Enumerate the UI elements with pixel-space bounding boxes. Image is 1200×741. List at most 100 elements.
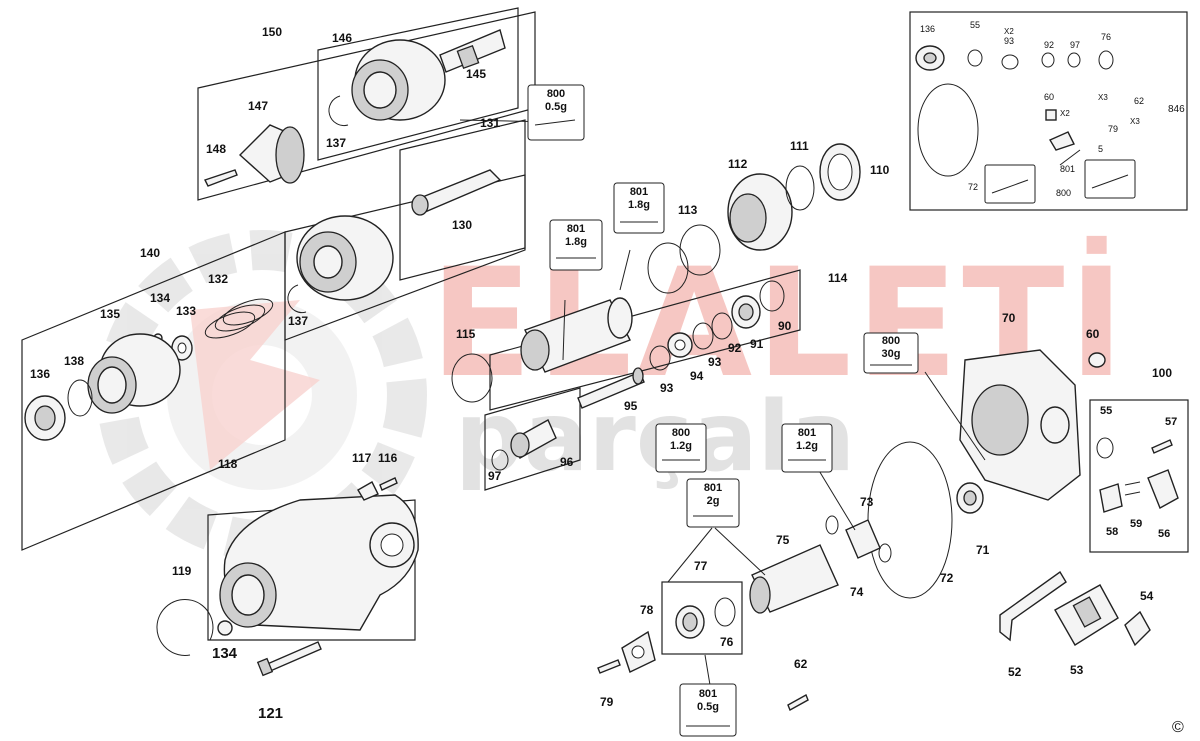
part-93-washer [692, 322, 714, 350]
label-54: 54 [1140, 589, 1154, 603]
group-outline-77 [661, 581, 743, 655]
label-79-a: 79 [600, 695, 614, 709]
part-134-ball-lower [217, 620, 233, 636]
group-outline-140 [21, 231, 286, 551]
label-137-b: 137 [288, 314, 308, 328]
label-130: 130 [452, 218, 472, 232]
label-94: 94 [690, 369, 704, 383]
lube-tag-7-code: 800 [882, 335, 900, 347]
label-116: 116 [378, 451, 398, 465]
copyright-mark: © [1172, 719, 1184, 736]
label-kit-97: 97 [1070, 40, 1080, 50]
part-73-pin [845, 519, 881, 559]
lube-tag-6: 801 2g [686, 478, 740, 528]
lube-tag-3-qty: 1.8g [565, 236, 587, 248]
label-kit-92: 92 [1044, 40, 1054, 50]
label-118: 118 [218, 457, 238, 471]
label-134-b: 134 [212, 645, 238, 662]
part-91-bushing [731, 295, 761, 329]
part-57-screw [1151, 439, 1173, 454]
lube-tag-8-code: 801 [699, 688, 717, 700]
part-79-screw [597, 659, 621, 674]
label-846: 846 [1168, 104, 1185, 115]
label-kit-800: 800 [1056, 188, 1071, 198]
label-145: 145 [466, 67, 486, 81]
label-62-a: 62 [794, 657, 808, 671]
part-130-shaft [411, 169, 502, 216]
part-113-rings [647, 224, 721, 294]
part-133-washer [171, 335, 193, 361]
lube-tag-5-qty: 1.2g [796, 440, 818, 452]
part-70-crank-housing [959, 349, 1081, 501]
part-90-circlip [759, 280, 785, 312]
label-55-a: 55 [1100, 405, 1112, 417]
label-117: 117 [352, 451, 372, 465]
label-kit-76: 76 [1101, 32, 1111, 42]
part-58-block [1099, 483, 1123, 513]
part-112-gear [727, 173, 793, 251]
label-147: 147 [248, 99, 268, 113]
part-53-switch [1054, 584, 1119, 646]
label-77: 77 [694, 559, 708, 573]
label-58: 58 [1106, 526, 1118, 538]
label-kit-5: 5 [1098, 144, 1103, 154]
part-132-rings [204, 298, 274, 339]
label-137-a: 137 [326, 136, 346, 150]
lube-tag-8-qty: 0.5g [697, 701, 719, 713]
part-117-clip [357, 481, 379, 501]
group-outline-114 [489, 269, 801, 411]
label-52: 52 [1008, 665, 1022, 679]
label-95: 95 [624, 399, 638, 413]
part-136-cap [24, 395, 66, 441]
part-95-striker [577, 367, 645, 409]
label-92: 92 [728, 341, 742, 355]
part-54-knob [1124, 610, 1151, 647]
part-62-screw [787, 694, 809, 711]
label-73: 73 [860, 495, 874, 509]
part-118-gear-housing [219, 494, 419, 631]
label-kit-801: 801 [1060, 164, 1075, 174]
part-111-ring [785, 165, 815, 211]
part-93-washer-lower [649, 345, 671, 371]
label-93-a: 93 [708, 355, 722, 369]
lube-tag-2: 801 1.8g [613, 182, 665, 234]
kit-lube-800 [984, 164, 1036, 204]
label-kit-x2-b: X2 [1060, 109, 1070, 118]
part-92-washer [711, 312, 733, 340]
part-115-o-ring [451, 353, 493, 403]
part-135-guide [87, 333, 181, 414]
label-111: 111 [790, 139, 809, 153]
label-93-b: 93 [660, 381, 674, 395]
part-138-ring [67, 379, 93, 417]
label-78: 78 [640, 603, 654, 617]
label-135: 135 [100, 307, 120, 321]
lube-tag-2-code: 801 [630, 186, 648, 198]
label-112: 112 [728, 157, 748, 171]
part-97-o-ring [491, 449, 509, 471]
label-kit-62: 62 [1134, 96, 1144, 106]
part-56-cam [1147, 469, 1179, 509]
label-110: 110 [870, 163, 890, 177]
kit-846-parts [915, 45, 1114, 177]
part-60-plug [1088, 352, 1106, 368]
label-kit-60: 60 [1044, 92, 1054, 102]
label-148: 148 [206, 142, 226, 156]
part-110-bearing [819, 143, 861, 201]
part-77-bearing-assembly [675, 605, 705, 639]
group-outline-846 [909, 11, 1188, 211]
kit-lube-801 [1084, 159, 1136, 199]
label-90: 90 [778, 319, 792, 333]
label-115: 115 [456, 327, 476, 341]
part-spindle-assembly [520, 297, 633, 373]
lube-tag-7: 800 30g [863, 332, 919, 374]
part-116-screw [379, 477, 398, 491]
part-59-springs [1124, 481, 1141, 496]
label-60-a: 60 [1086, 327, 1100, 341]
lube-tag-3-code: 801 [567, 223, 585, 235]
label-71: 71 [976, 543, 990, 557]
label-59: 59 [1130, 518, 1142, 530]
part-52-bracket [999, 570, 1067, 642]
label-97: 97 [488, 469, 502, 483]
part-119-circlip [156, 598, 214, 656]
